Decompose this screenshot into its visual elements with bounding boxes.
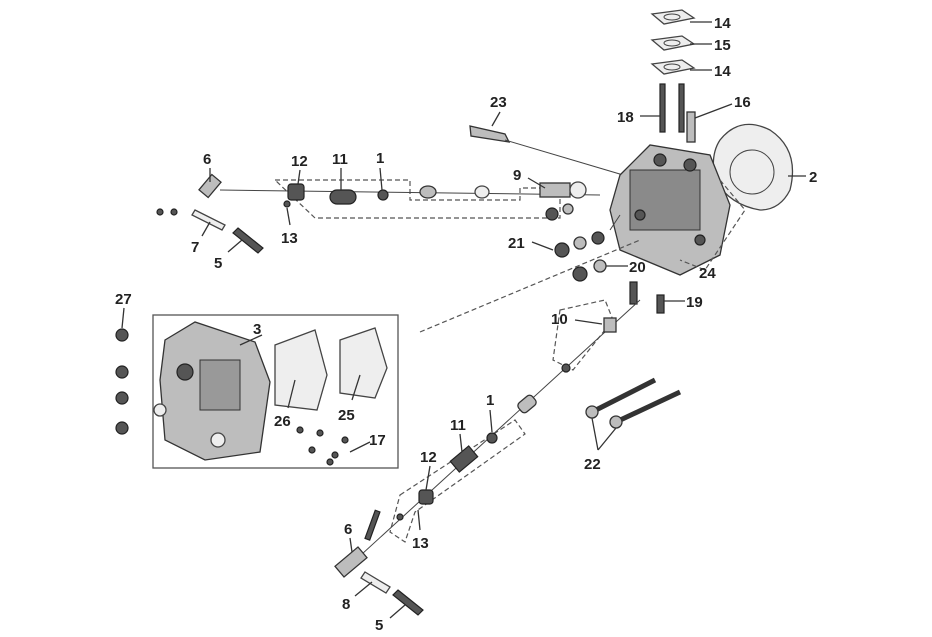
label-5: 5 xyxy=(214,255,222,272)
label-20: 20 xyxy=(629,259,646,276)
part-labels: 14 15 14 16 18 23 2 6 12 11 1 9 13 7 5 2… xyxy=(115,15,817,634)
label-12: 12 xyxy=(420,449,437,466)
label-8: 8 xyxy=(342,596,350,613)
label-3: 3 xyxy=(253,321,261,338)
label-13: 13 xyxy=(281,230,298,247)
label-22: 22 xyxy=(584,456,601,473)
label-6: 6 xyxy=(203,151,211,168)
small-screws xyxy=(296,426,349,466)
cylinder-head xyxy=(609,144,731,276)
gasket-top xyxy=(650,9,696,75)
leader-lines xyxy=(121,21,806,619)
label-18: 18 xyxy=(617,109,634,126)
label-25: 25 xyxy=(338,407,355,424)
label-11: 11 xyxy=(450,417,466,434)
stud-bolts xyxy=(659,83,685,133)
cover-plate-26 xyxy=(274,329,328,411)
label-14: 14 xyxy=(714,63,731,80)
label-13: 13 xyxy=(412,535,429,552)
temperature-sensor xyxy=(686,111,696,143)
label-16: 16 xyxy=(734,94,751,111)
label-21: 21 xyxy=(508,235,525,252)
label-27: 27 xyxy=(115,291,132,308)
label-6: 6 xyxy=(344,521,352,538)
label-17: 17 xyxy=(369,432,386,449)
label-26: 26 xyxy=(274,413,291,430)
label-12: 12 xyxy=(291,153,308,170)
label-24: 24 xyxy=(699,265,716,282)
dowel-pins xyxy=(629,281,665,314)
cover-plate-25 xyxy=(339,327,388,399)
label-10: 10 xyxy=(551,311,568,328)
long-bolts xyxy=(585,377,682,429)
label-19: 19 xyxy=(686,294,703,311)
upper-valve-parts xyxy=(156,173,587,254)
label-9: 9 xyxy=(513,167,521,184)
label-23: 23 xyxy=(490,94,507,111)
label-5: 5 xyxy=(375,617,383,634)
label-2: 2 xyxy=(809,169,817,186)
label-1: 1 xyxy=(376,150,384,167)
label-1: 1 xyxy=(486,392,494,409)
cover-bolts xyxy=(115,328,129,435)
lower-valve-parts xyxy=(334,317,617,616)
label-7: 7 xyxy=(191,239,199,256)
spark-plug xyxy=(469,125,641,181)
cover-inset-frame xyxy=(152,314,399,469)
head-cover xyxy=(153,321,271,461)
label-11: 11 xyxy=(332,151,348,168)
label-14: 14 xyxy=(714,15,731,32)
valve-caps xyxy=(545,203,607,282)
label-15: 15 xyxy=(714,37,731,54)
